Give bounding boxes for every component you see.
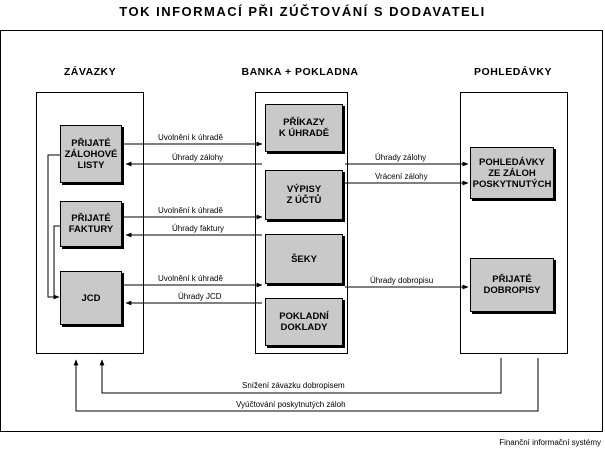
box-jcd: JCD <box>60 271 122 325</box>
flow-label-uhrady-jcd: Úhrady JCD <box>178 292 222 301</box>
footer-credit: Finanční informační systémy <box>499 438 601 447</box>
box-pohledavky-ze-zaloh: POHLEDÁVKY ZE ZÁLOH POSKYTNUTÝCH <box>470 147 554 199</box>
column-header-zavazky: ZÁVAZKY <box>63 66 117 78</box>
column-header-banka-pokladna: BANKA + POKLADNA <box>241 66 359 78</box>
column-header-pohledavky: POHLEDÁVKY <box>474 66 552 78</box>
flow-label-uvolneni-2: Uvolnění k úhradě <box>158 206 223 215</box>
flow-label-snizeni-zavazku: Snížení závazku dobropisem <box>242 381 345 390</box>
flow-label-uhrady-faktury: Úhrady faktury <box>172 224 225 233</box>
diagram-frame <box>0 30 603 432</box>
flow-label-vraceni-zalohy: Vrácení zálohy <box>375 172 428 181</box>
box-seky: ŠEKY <box>265 234 343 284</box>
flow-label-uhrady-zalohy-right: Úhrady zálohy <box>375 153 427 162</box>
box-vypisy-z-uctu: VÝPISY Z ÚČTŮ <box>265 170 343 220</box>
flow-label-uvolneni-1: Uvolnění k úhradě <box>158 133 223 142</box>
box-prijate-faktury: PŘIJATÉ FAKTURY <box>60 201 122 247</box>
box-prikazy-k-uhrade: PŘÍKAZY K ÚHRADĚ <box>265 104 343 152</box>
flow-label-uhrady-dobropisu: Úhrady dobropisu <box>370 276 434 285</box>
flow-label-vyuctovani-zaloh: Vyúčtování poskytnutých záloh <box>236 400 346 409</box>
diagram-title: TOK INFORMACÍ PŘI ZÚČTOVÁNÍ S DODAVATELI <box>119 4 486 19</box>
box-prijate-dobropisy: PŘIJATÉ DOBROPISY <box>470 258 554 312</box>
flow-label-uhrady-zalohy-left: Úhrady zálohy <box>172 153 224 162</box>
box-pokladni-doklady: POKLADNÍ DOKLADY <box>265 298 343 346</box>
box-prijate-zalohove-listy: PŘIJATÉ ZÁLOHOVÉ LISTY <box>60 125 122 183</box>
flow-label-uvolneni-3: Uvolnění k úhradě <box>158 274 223 283</box>
